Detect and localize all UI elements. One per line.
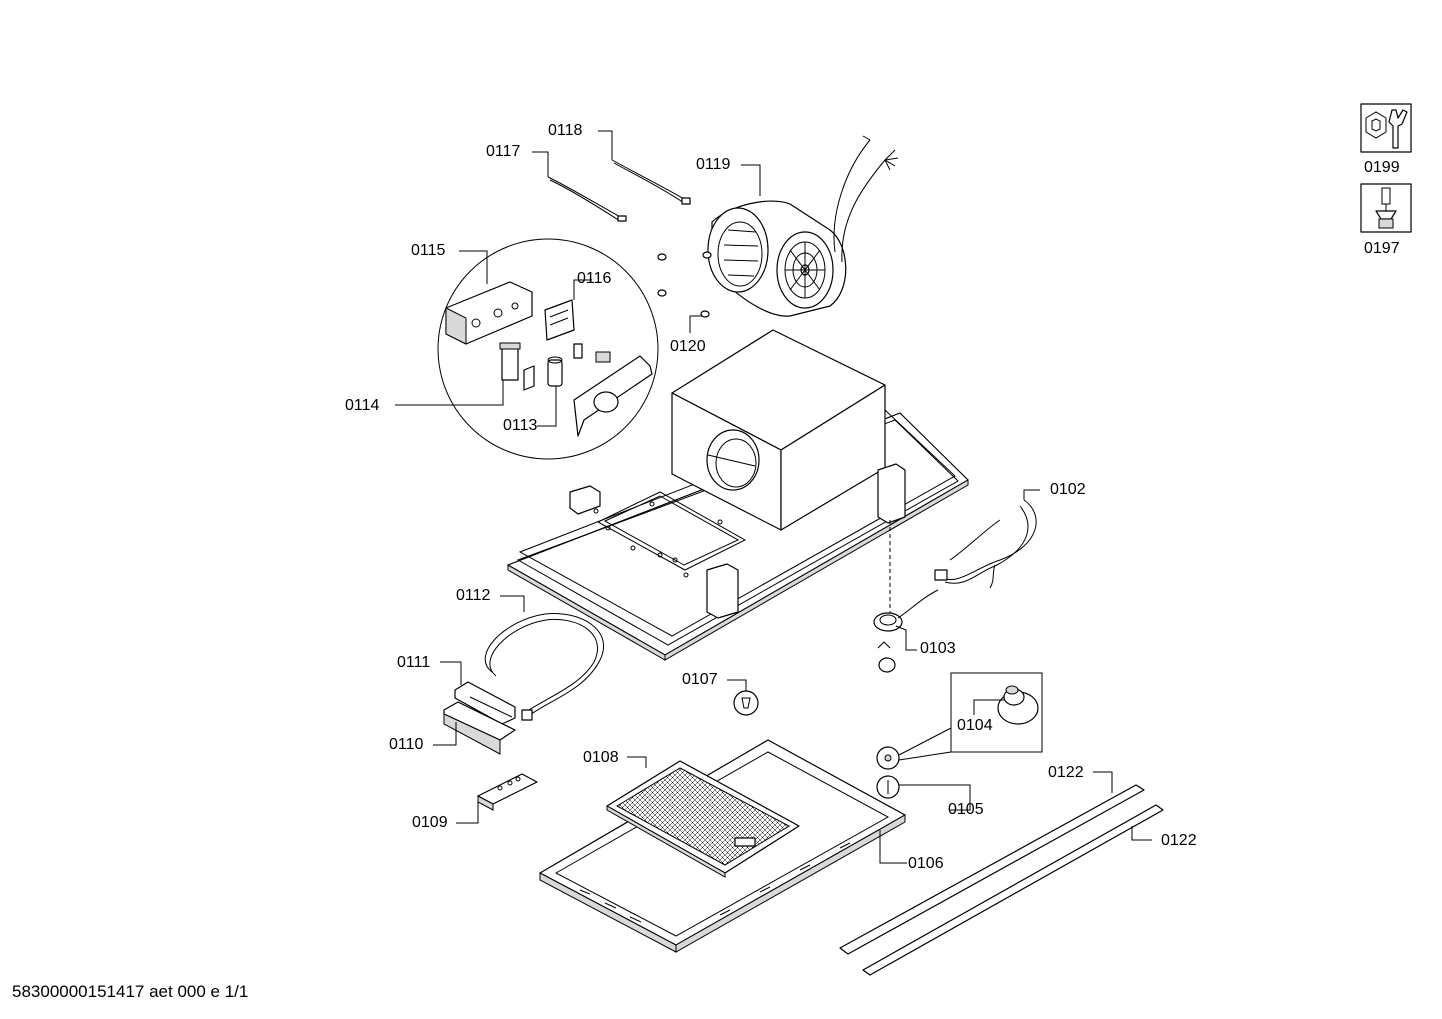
- label-0114: 0114: [345, 397, 380, 414]
- grease-filter: [606, 760, 800, 878]
- label-0122-bottom: 0122: [1161, 832, 1197, 849]
- label-0112: 0112: [456, 587, 491, 604]
- lamp-screw: [733, 690, 759, 716]
- label-0107: 0107: [682, 671, 718, 688]
- label-0110: 0110: [389, 736, 424, 753]
- label-0122-top: 0122: [1048, 764, 1084, 781]
- label-0116: 0116: [577, 270, 612, 287]
- fan-nuts: [657, 251, 712, 318]
- trim-strips: [839, 784, 1164, 976]
- label-0120: 0120: [670, 338, 706, 355]
- label-tool-0199: 0199: [1364, 159, 1400, 176]
- hood-body: [507, 329, 969, 661]
- hex-wrench-icon: [1360, 103, 1412, 153]
- leader-lines: [395, 130, 1152, 864]
- label-tool-0197: 0197: [1364, 240, 1400, 257]
- lamp-detail: [876, 672, 1043, 799]
- power-cable: [934, 499, 1037, 589]
- control-panel: [477, 773, 538, 811]
- label-0111: 0111: [397, 654, 431, 671]
- switch-bracket: [443, 701, 516, 755]
- label-0115: 0115: [411, 242, 446, 259]
- fan-blower: [707, 135, 899, 317]
- label-0108: 0108: [583, 749, 619, 766]
- switch-module: [454, 681, 516, 725]
- cables-top: [547, 159, 691, 222]
- label-0106: 0106: [908, 855, 944, 872]
- label-0109: 0109: [412, 814, 448, 831]
- label-0117: 0117: [486, 143, 521, 160]
- control-module-detail: [437, 238, 659, 460]
- label-0105: 0105: [948, 801, 984, 818]
- switch-cable: [484, 612, 605, 721]
- drawing-reference-footer: 58300000151417 aet 000 e 1/1: [12, 982, 249, 1001]
- screwdriver-icon: [1360, 183, 1412, 233]
- label-0102: 0102: [1050, 481, 1086, 498]
- label-0118: 0118: [548, 122, 583, 139]
- label-0104: 0104: [957, 717, 993, 734]
- label-0119: 0119: [696, 156, 731, 173]
- halogen-lamp: [873, 589, 939, 673]
- label-0113: 0113: [503, 417, 538, 434]
- label-0103: 0103: [920, 640, 956, 657]
